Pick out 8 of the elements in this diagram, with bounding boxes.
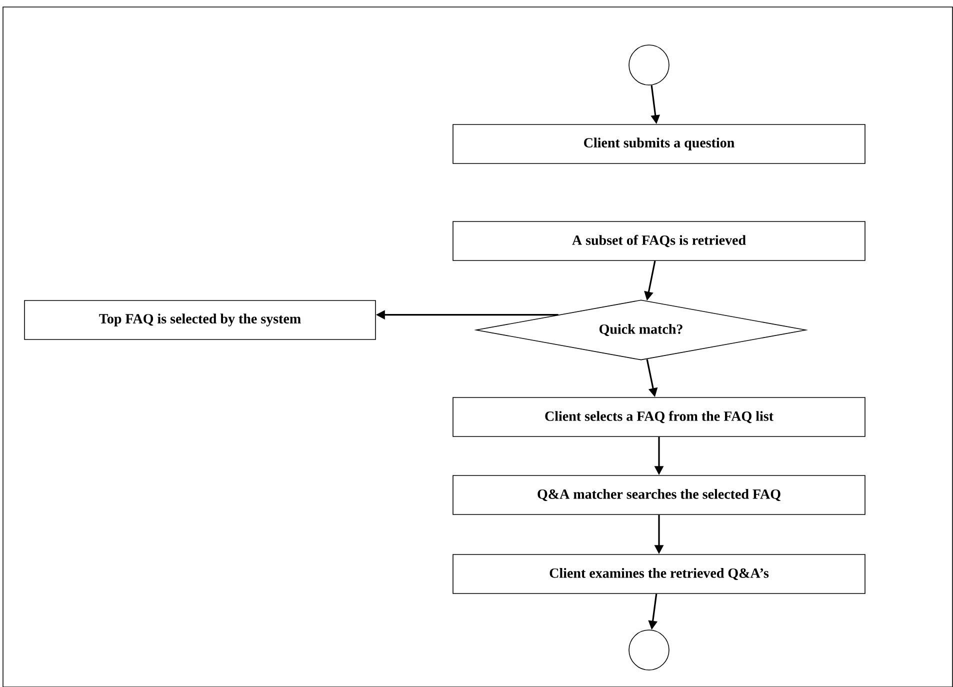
process-box: Client submits a question	[452, 124, 866, 164]
process-box: Q&A matcher searches the selected FAQ	[452, 475, 866, 515]
process-box: A subset of FAQs is retrieved	[452, 221, 866, 261]
terminal-circle	[628, 44, 670, 86]
process-box: Client selects a FAQ from the FAQ list	[452, 397, 866, 437]
process-box: Top FAQ is selected by the system	[24, 300, 376, 340]
terminal-circle	[628, 630, 670, 670]
process-box: Client examines the retrieved Q&A’s	[452, 554, 866, 594]
